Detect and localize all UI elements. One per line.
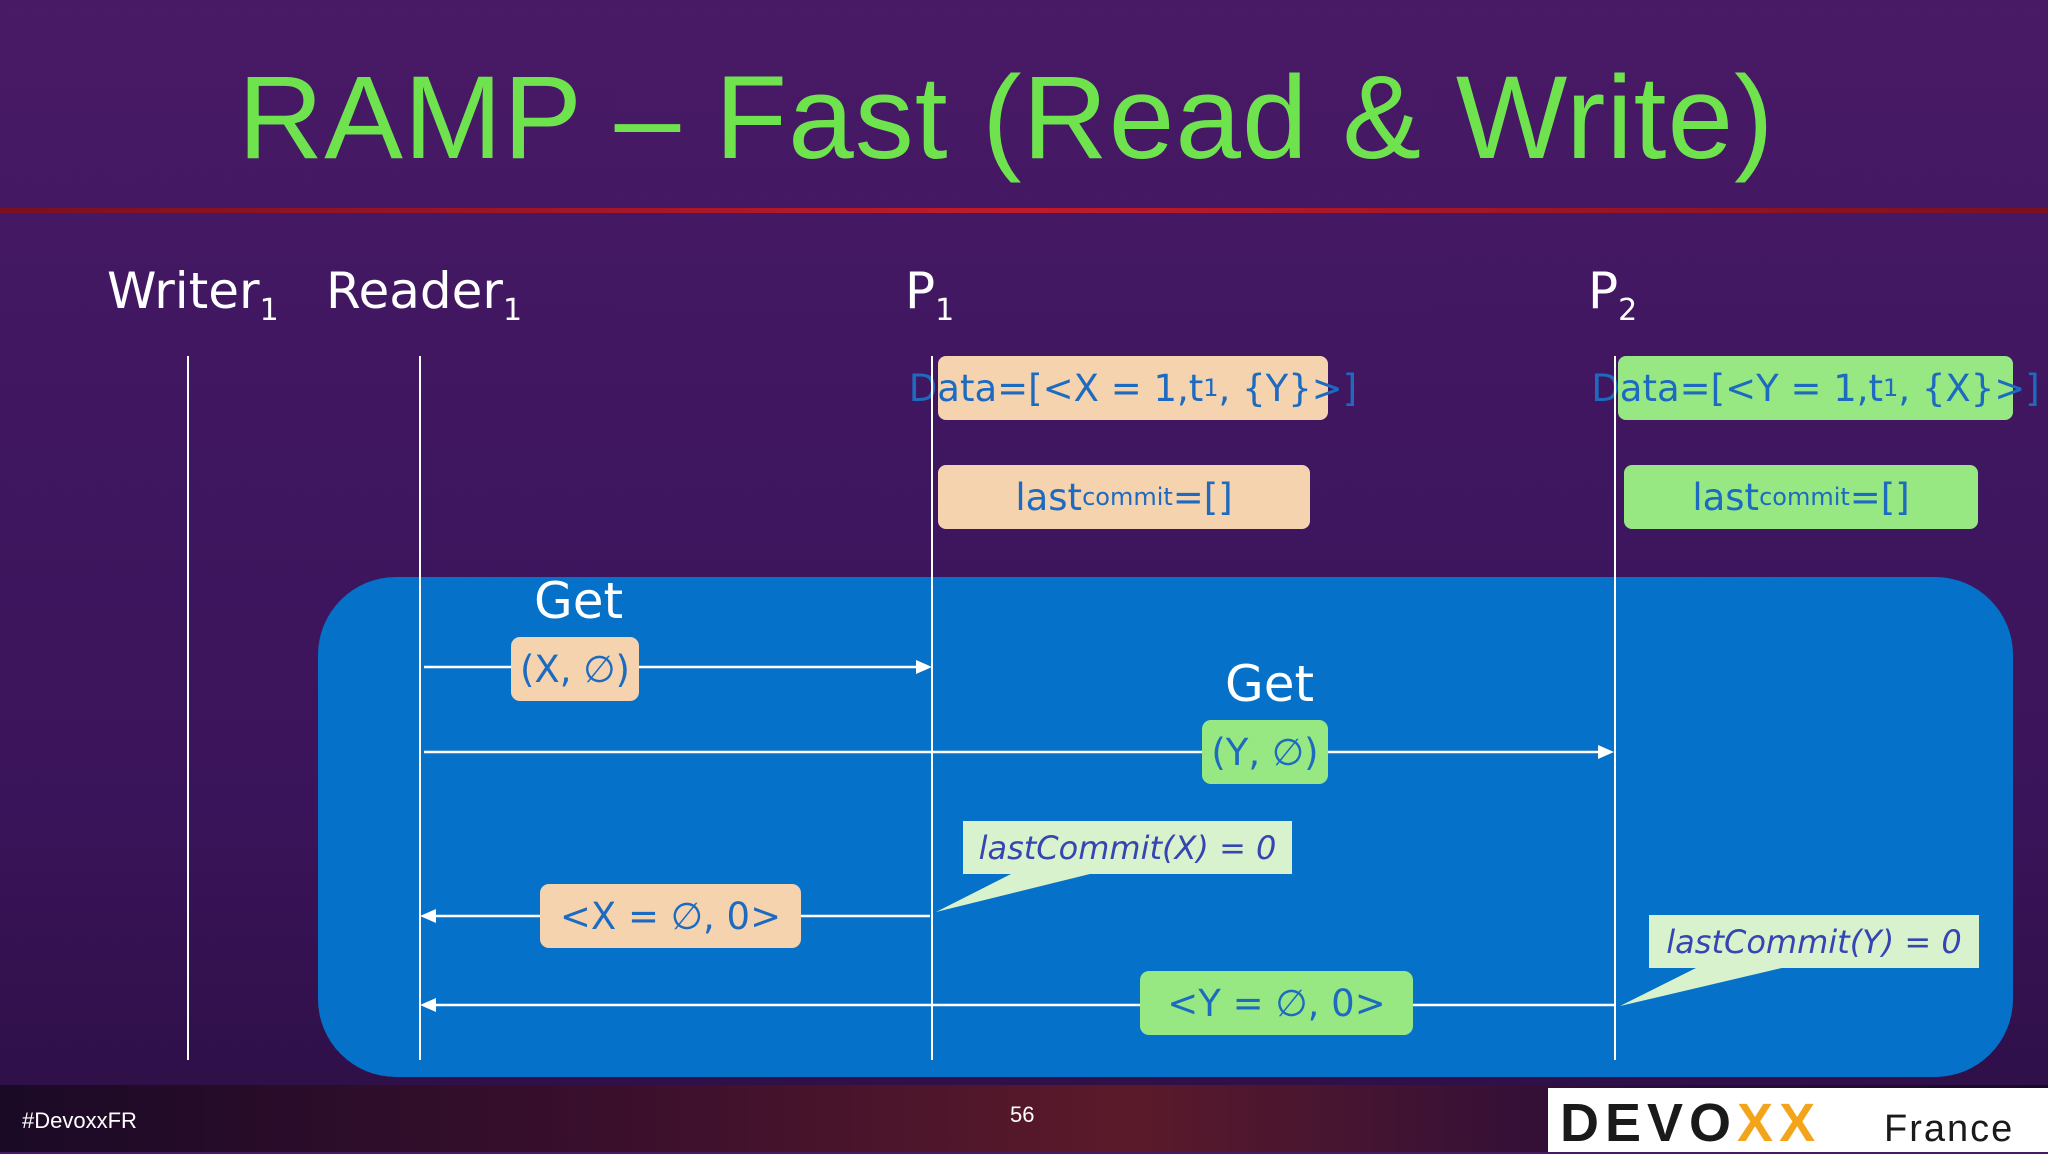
lifeline-p1 (931, 356, 933, 1060)
arrowhead-get-y (1598, 745, 1614, 759)
p1-last-b: =[] (1172, 475, 1233, 519)
logo-subtitle: France (1884, 1108, 2015, 1150)
reply-x-chip: <X = ∅, 0> (540, 884, 801, 948)
p1-last-a: last (1015, 475, 1083, 519)
p2-data-b: , {X}>] (1898, 366, 2040, 410)
devoxx-logo: DEVOXX France (1548, 1088, 2048, 1154)
actor-p1-name: P (905, 262, 936, 320)
actor-p2-name: P (1588, 262, 1619, 320)
lifeline-reader (419, 356, 421, 1060)
p1-last-sub: commit (1082, 483, 1173, 511)
get-y-label: Get (1225, 655, 1315, 713)
note-lastcommit-y: lastCommit(Y) = 0 (1649, 915, 1979, 968)
lifeline-writer (187, 356, 189, 1060)
actor-reader: Reader1 (326, 262, 522, 328)
actor-p2-sub: 2 (1618, 293, 1638, 328)
p2-last-a: last (1692, 475, 1760, 519)
actor-reader-name: Reader (326, 262, 503, 320)
p2-last-sub: commit (1759, 483, 1850, 511)
slide-title: RAMP – Fast (Read & Write) (238, 52, 1775, 184)
actor-p1-sub: 1 (935, 293, 955, 328)
logo-main-text: DEVO (1560, 1093, 1738, 1153)
arrowhead-get-x (916, 660, 932, 674)
actor-reader-sub: 1 (502, 293, 523, 328)
p1-data-b: , {Y}>] (1218, 366, 1358, 410)
get-x-label: Get (534, 572, 624, 630)
hashtag: #DevoxxFR (22, 1108, 137, 1133)
actor-p1: P1 (905, 262, 954, 328)
note-lastcommit-x: lastCommit(X) = 0 (963, 821, 1292, 874)
p1-data-a: Data=[<X = 1,t (908, 366, 1204, 410)
p1-data-sub: 1 (1203, 374, 1219, 402)
actor-writer: Writer1 (107, 262, 279, 328)
logo-wordmark: DEVOXX (1560, 1092, 1821, 1154)
lifeline-p2 (1614, 356, 1616, 1060)
reply-y-chip: <Y = ∅, 0> (1140, 971, 1413, 1035)
logo-x: XX (1737, 1093, 1822, 1153)
p2-data-sub: 1 (1883, 374, 1899, 402)
title-divider (0, 208, 2048, 213)
arrowhead-reply-x (420, 909, 436, 923)
p2-last-b: =[] (1849, 475, 1910, 519)
get-x-chip: (X, ∅) (511, 637, 639, 701)
actor-writer-name: Writer (107, 262, 260, 320)
page-number: 56 (1010, 1102, 1035, 1127)
note-y-tail (1620, 966, 1790, 1006)
actor-writer-sub: 1 (259, 293, 279, 328)
note-x-tail (936, 872, 1098, 912)
actor-p2: P2 (1588, 262, 1637, 328)
p2-data-a: Data=[<Y = 1,t (1591, 366, 1884, 410)
arrowhead-reply-y (420, 998, 436, 1012)
get-y-chip: (Y, ∅) (1202, 720, 1328, 784)
